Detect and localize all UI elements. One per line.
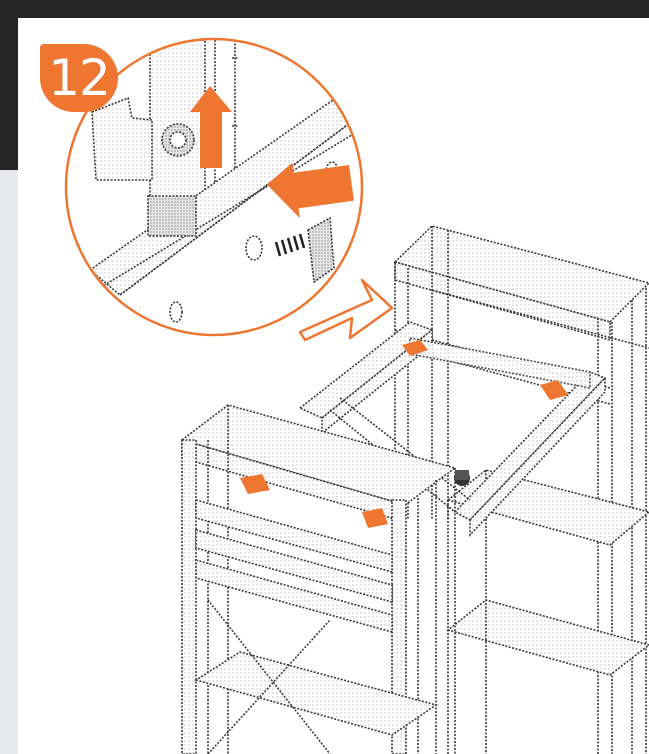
connector-mark (240, 474, 270, 494)
front-shelf-unit (180, 404, 457, 754)
lift-arrow-icon (190, 86, 232, 168)
connector-mark (540, 380, 568, 400)
connector-highlights (240, 340, 568, 528)
connector-mark (362, 508, 388, 528)
magnified-detail-circle (64, 37, 364, 337)
left-side-panel (0, 170, 18, 754)
step-number-badge: 12 (40, 44, 118, 112)
left-frame-bar (0, 18, 18, 170)
top-frame-bar (0, 0, 649, 18)
connecting-beams (298, 321, 607, 538)
illustration-canvas: 12 (18, 18, 649, 754)
assembly-illustration (64, 37, 649, 754)
connector-mark (402, 340, 428, 356)
back-shelf-unit (393, 225, 649, 754)
callout-arrow-icon (298, 278, 394, 342)
push-arrow-icon (266, 162, 354, 219)
bolt-detail (454, 470, 470, 486)
step-number: 12 (48, 49, 111, 107)
